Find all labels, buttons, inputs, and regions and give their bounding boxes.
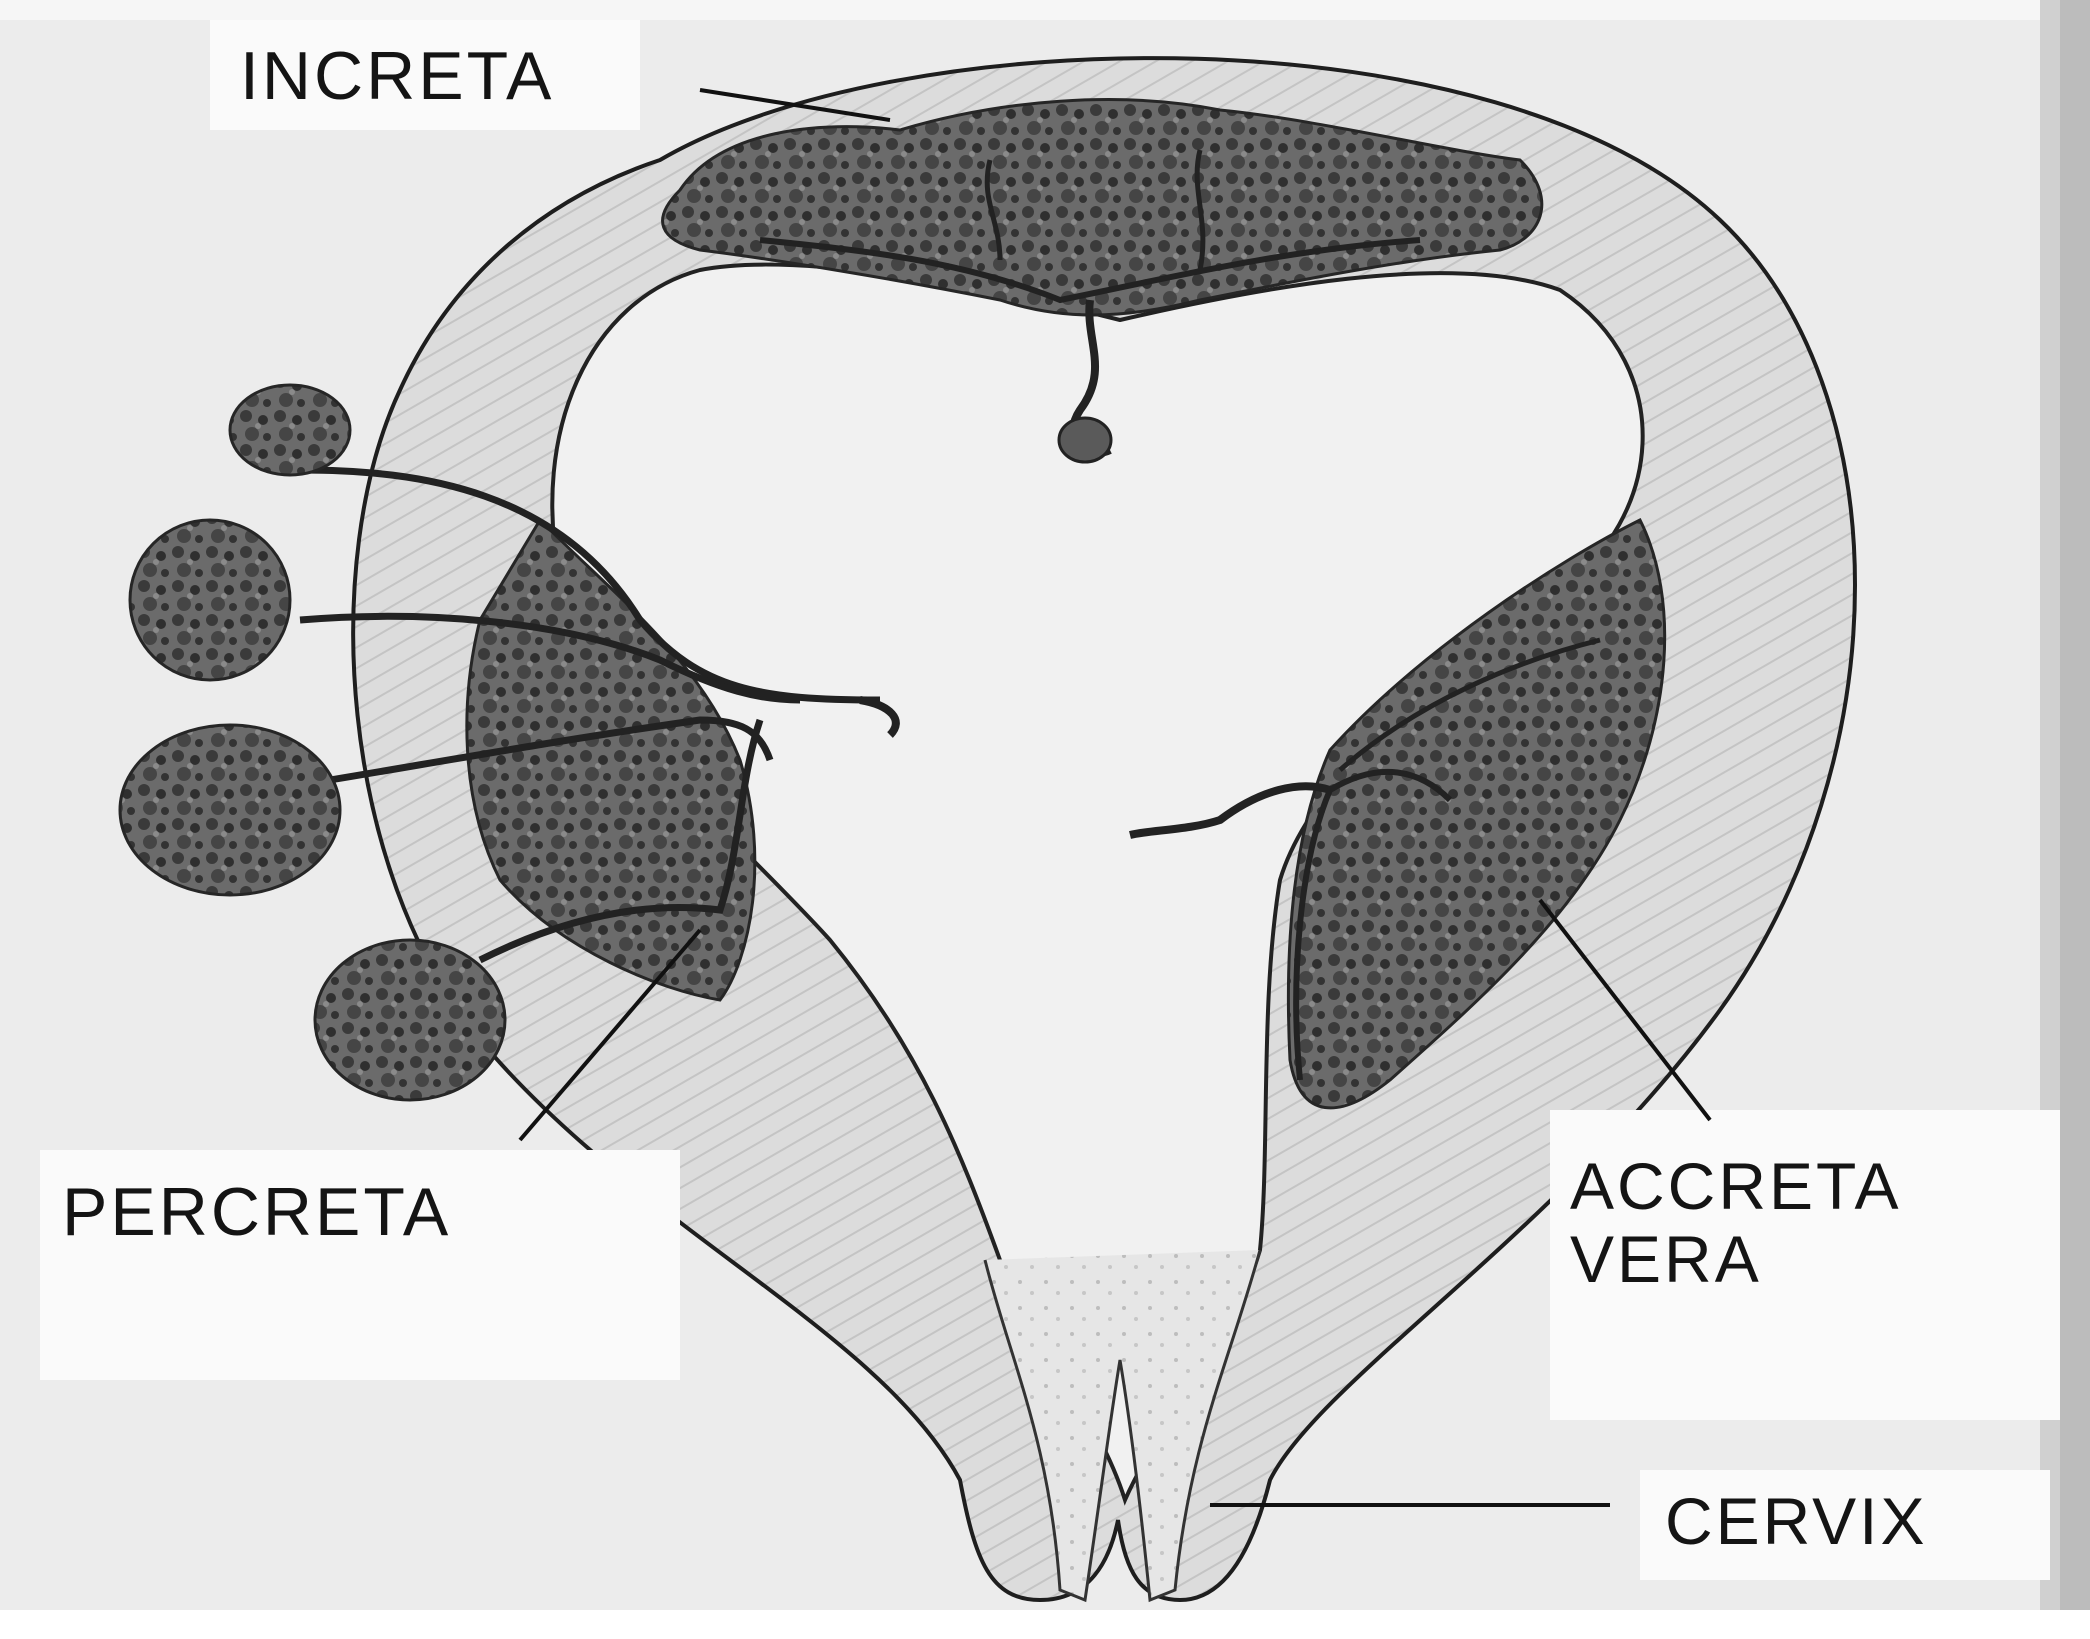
label-cervix: CERVIX <box>1665 1484 1928 1558</box>
label-accreta-vera: ACCRETA VERA <box>1570 1150 1901 1295</box>
percreta-vessels <box>299 466 881 964</box>
label-accreta-line1: ACCRETA <box>1570 1149 1902 1223</box>
label-percreta: PERCRETA <box>62 1174 452 1250</box>
accreta-leader <box>1538 898 1712 1122</box>
label-accreta-line2: VERA <box>1570 1221 1762 1296</box>
increta-leader <box>699 88 891 122</box>
percreta-cluster <box>313 938 507 1102</box>
increta-placenta <box>661 98 1544 317</box>
cervical-canal <box>983 1249 1262 1603</box>
accreta-placenta <box>1286 517 1667 1110</box>
label-increta: INCRETA <box>240 38 555 114</box>
percreta-cluster <box>128 518 292 682</box>
percreta-cluster <box>118 723 342 897</box>
percreta-cluster <box>228 383 352 477</box>
percreta-leader <box>518 928 702 1142</box>
